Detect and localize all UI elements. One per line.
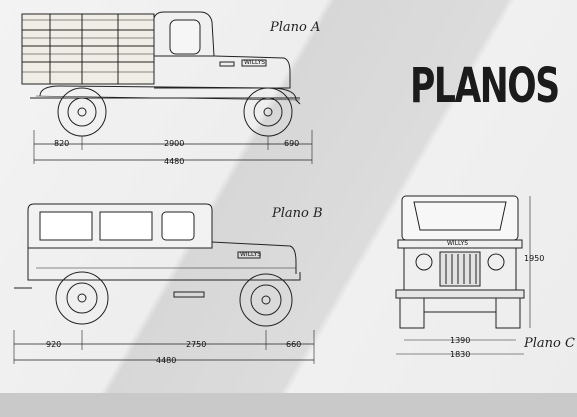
plan-c-height: 1950: [524, 254, 545, 263]
plan-c-label: Plano C: [524, 336, 575, 351]
plan-a-badge: WILLYS: [244, 59, 266, 66]
plan-b-label: Plano B: [272, 206, 323, 221]
plan-b-front-overhang: 920: [46, 340, 62, 349]
plan-a-drawing: [21, 11, 313, 164]
plan-c-track: 1390: [450, 336, 471, 345]
plan-a-label: Plano A: [270, 20, 321, 35]
plan-b-drawing: [13, 203, 315, 364]
page-title: PLANOS: [410, 58, 560, 114]
bottom-band: [0, 393, 577, 417]
plan-a-wheelbase: 2900: [164, 139, 185, 148]
plan-b-rear-overhang: 660: [286, 340, 302, 349]
plan-b-badge: WILLYS: [240, 251, 262, 258]
plan-c-width: 1830: [450, 350, 471, 359]
plan-a-overall-length: 4480: [164, 157, 185, 166]
plan-a-front-overhang: 820: [54, 139, 70, 148]
plan-c-badge: WILLYS: [447, 240, 469, 247]
plan-c-drawing: [395, 195, 531, 355]
plan-b-overall-length: 4480: [156, 356, 177, 365]
plan-b-wheelbase: 2750: [186, 340, 207, 349]
plan-a-rear-overhang: 690: [284, 139, 300, 148]
